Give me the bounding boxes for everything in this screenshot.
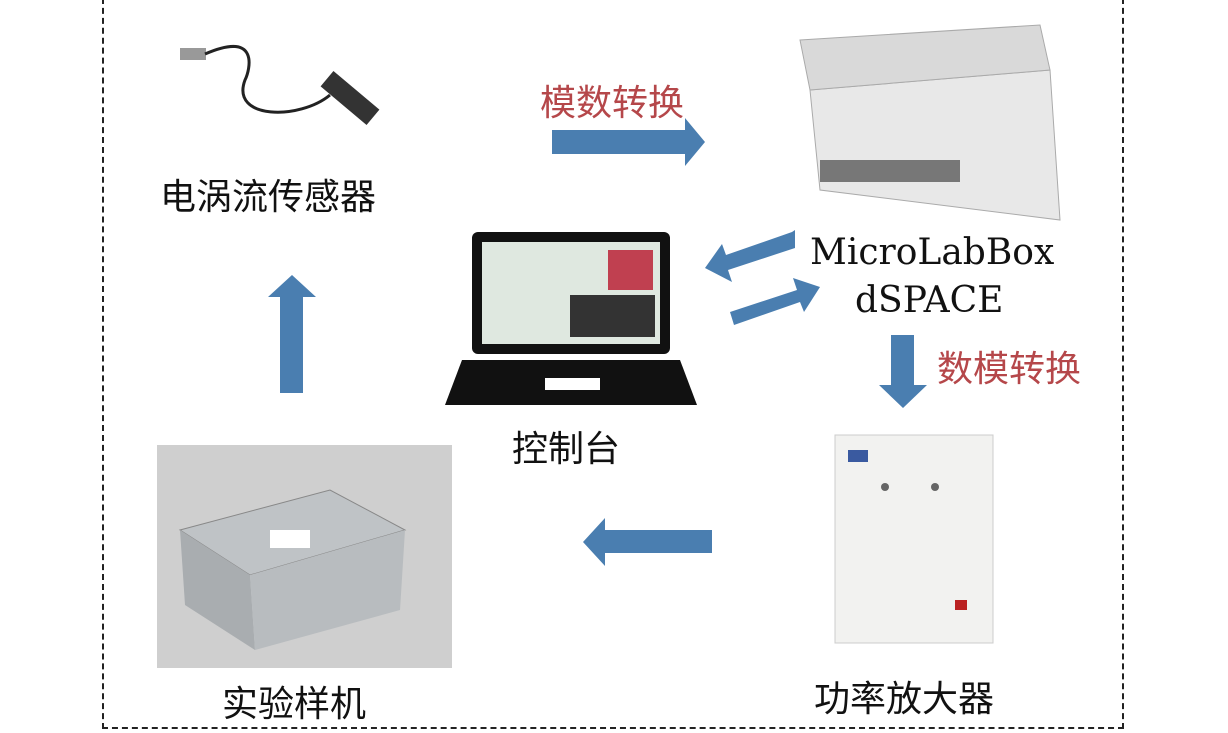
ad-conversion-label: 模数转换 bbox=[540, 83, 685, 124]
arrow-dspace-to-console bbox=[705, 230, 795, 282]
prototype-image bbox=[157, 445, 452, 668]
microlabbox-image bbox=[799, 24, 1061, 221]
flow-arrows bbox=[268, 118, 927, 566]
da-conversion-label: 数模转换 bbox=[937, 349, 1082, 390]
arrow-prototype-to-sensor bbox=[268, 275, 316, 393]
amplifier-label: 功率放大器 bbox=[814, 679, 995, 720]
arrow-dspace-to-amplifier bbox=[879, 335, 927, 408]
eddy-current-sensor-image bbox=[180, 45, 380, 125]
arrow-amplifier-to-prototype bbox=[583, 518, 712, 566]
console-label: 控制台 bbox=[512, 429, 621, 470]
laptop-image bbox=[445, 232, 697, 405]
sensor-label: 电涡流传感器 bbox=[160, 177, 377, 218]
arrow-console-to-dspace bbox=[730, 278, 820, 325]
system-boundary bbox=[102, 0, 1124, 729]
power-amplifier-image bbox=[834, 434, 994, 644]
prototype-label: 实验样机 bbox=[222, 684, 367, 725]
dspace-label-line1: MicroLabBox bbox=[810, 232, 1055, 273]
arrow-sensor-to-dspace bbox=[552, 118, 705, 166]
dspace-label-line2: dSPACE bbox=[855, 280, 1004, 321]
